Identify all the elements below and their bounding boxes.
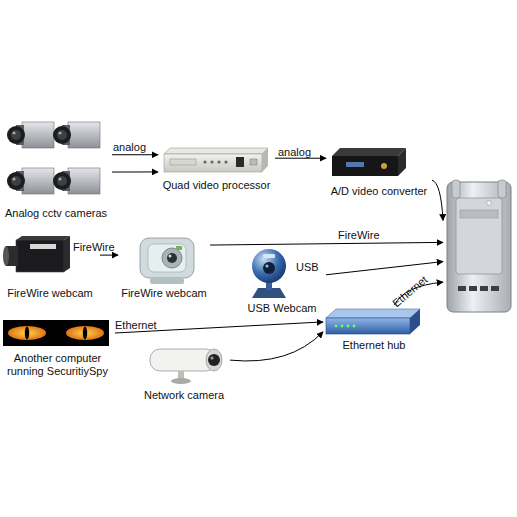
securityspy-logo (3, 320, 109, 346)
computer-tower (447, 180, 511, 312)
connection-label: FireWire (338, 229, 380, 242)
device-caption: USB Webcam (248, 302, 317, 315)
ethernet-hub-device (326, 309, 420, 334)
device-caption: Ethernet hub (343, 339, 406, 352)
processor-box: Quad video processor (158, 143, 275, 192)
connection-label: analog (278, 146, 311, 159)
signal-arrow (112, 154, 158, 155)
signal-arrow (210, 242, 443, 245)
signal-arrow (432, 180, 443, 220)
device-caption: Quad video processor (163, 179, 271, 192)
device-caption: A/D video converter (331, 185, 428, 198)
signal-arrow (100, 255, 118, 256)
device-caption: Another computer running SecuritiySpy (0, 352, 115, 378)
signal-arrow (230, 332, 323, 361)
computer-box: Another computer running SecuritiySpy (0, 318, 115, 378)
webcam-box: USB Webcam (238, 248, 326, 315)
cctv-camera (7, 168, 54, 194)
cctv-camera (7, 122, 54, 148)
webcam-box: FireWire webcam (118, 233, 210, 300)
connection-label: Ethernet (115, 319, 157, 332)
camera-group: Analog cctv cameras (0, 118, 112, 220)
network-camera (150, 349, 222, 384)
connection-label: Ethernet (390, 273, 430, 310)
quad-processor-device (164, 148, 268, 172)
device-caption: Network camera (144, 389, 224, 402)
device-caption: FireWire webcam (121, 287, 207, 300)
signal-arrow (112, 171, 158, 172)
cctv-camera (53, 122, 100, 148)
connection-label: analog (113, 141, 146, 154)
connection-label: FireWire (73, 241, 115, 254)
cctv-camera (53, 168, 100, 194)
computer-box (443, 178, 515, 315)
firewire-webcam (140, 238, 194, 284)
converter-box: A/D video converter (326, 142, 432, 198)
usb-webcam (252, 249, 286, 298)
signal-arrow (326, 262, 443, 275)
connection-label: USB (296, 261, 319, 274)
device-caption: Analog cctv cameras (5, 207, 107, 220)
firewire-camera (3, 236, 70, 272)
ad-converter-device (332, 148, 406, 176)
hub-box: Ethernet hub (323, 305, 425, 352)
device-caption: FireWire webcam (7, 287, 93, 300)
camera-box: Network camera (138, 343, 230, 402)
